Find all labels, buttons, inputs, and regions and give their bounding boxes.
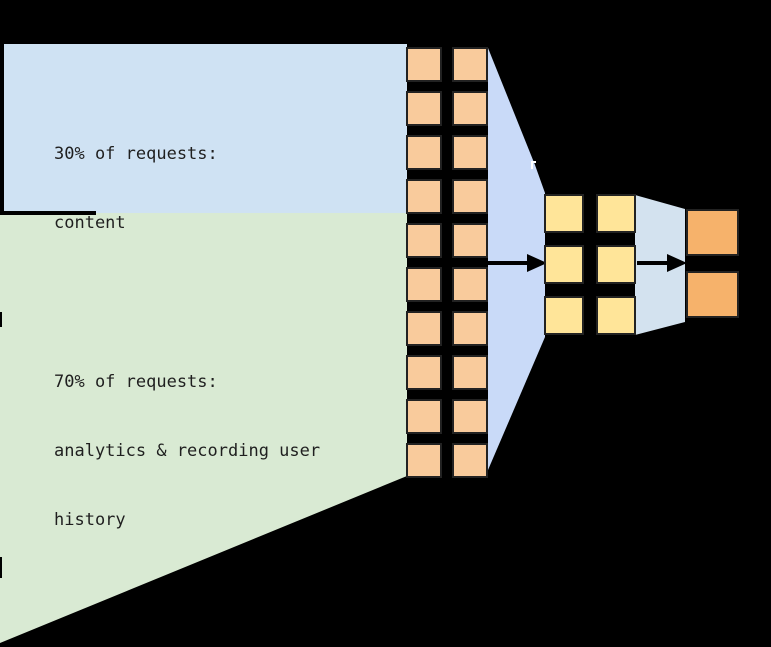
analytics-label-line: 70% of requests: xyxy=(54,372,218,392)
region-border-fragment xyxy=(0,211,96,215)
tier-1-box xyxy=(452,399,488,434)
flow-arrow-1 xyxy=(487,254,547,272)
content-label-line: content xyxy=(54,213,126,233)
content-region-label: 30% of requests: content xyxy=(54,97,218,281)
tier-1-grid xyxy=(406,47,488,478)
content-region xyxy=(0,44,407,213)
render-artifact xyxy=(531,161,536,169)
region-border-fragment xyxy=(0,312,2,327)
tier-1-box xyxy=(452,135,488,170)
tier-3-grid xyxy=(686,209,739,318)
tier-1-box xyxy=(406,135,442,170)
tier-1-box xyxy=(406,355,442,390)
analytics-region xyxy=(0,213,407,643)
tier-2-box xyxy=(596,194,636,233)
flow-arrow-2-shaft xyxy=(637,261,669,265)
tier-1-box xyxy=(406,47,442,82)
tier-1-box xyxy=(406,223,442,258)
analytics-label-line: analytics & recording user xyxy=(54,441,321,461)
tier-1-box xyxy=(406,311,442,346)
flow-arrow-2-head-icon xyxy=(667,254,687,272)
flow-arrow-1-shaft xyxy=(487,261,529,265)
flow-arrow-2 xyxy=(637,254,687,272)
tier-1-box xyxy=(406,91,442,126)
tier-1-box xyxy=(406,267,442,302)
tier-3-box xyxy=(686,209,739,256)
flow-arrow-1-head-icon xyxy=(527,254,547,272)
analytics-region-label: 70% of requests: analytics & recording u… xyxy=(54,325,320,578)
tier-1-box xyxy=(406,179,442,214)
tier-1-box xyxy=(452,267,488,302)
funnel-tier1-tier2 xyxy=(488,48,545,470)
tier-2-box xyxy=(596,296,636,335)
tier-1-box xyxy=(452,223,488,258)
tier-1-box xyxy=(452,311,488,346)
tier-2-box xyxy=(544,296,584,335)
content-label-line: 30% of requests: xyxy=(54,144,218,164)
tier-1-box xyxy=(452,179,488,214)
tier-2-grid xyxy=(544,194,636,335)
tier-2-box xyxy=(544,194,584,233)
region-border-fragment xyxy=(0,44,4,213)
region-border-fragment xyxy=(0,557,2,578)
tier-3-box xyxy=(686,271,739,318)
tier-1-box xyxy=(452,91,488,126)
tier-1-box xyxy=(452,443,488,478)
tier-1-box xyxy=(452,355,488,390)
tier-1-box xyxy=(452,47,488,82)
tier-2-box xyxy=(596,245,636,284)
tier-1-box xyxy=(406,443,442,478)
analytics-label-line: history xyxy=(54,510,126,530)
tier-1-box xyxy=(406,399,442,434)
tier-2-box xyxy=(544,245,584,284)
